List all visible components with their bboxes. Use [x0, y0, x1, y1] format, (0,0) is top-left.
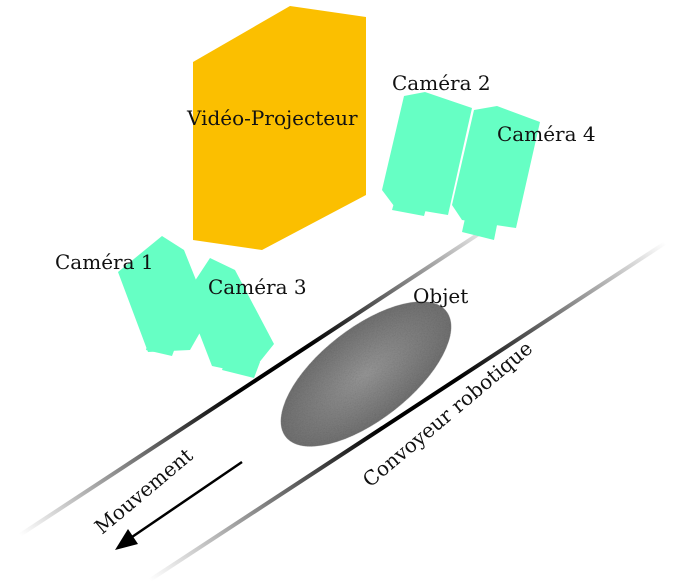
camera-2-label: Caméra 2 — [392, 71, 491, 95]
camera-1-shape — [118, 236, 210, 356]
video-projector-shape — [193, 6, 366, 250]
object-label: Objet — [413, 284, 468, 308]
camera-2-shape — [382, 92, 472, 216]
camera-1-label: Caméra 1 — [55, 250, 154, 274]
conveyor-rail-right — [148, 241, 667, 582]
camera-4-shape — [452, 106, 540, 240]
scanned-object — [280, 301, 452, 447]
camera-3-shape — [185, 258, 274, 378]
movement-label: Mouvement — [90, 443, 198, 539]
movement-arrow — [115, 460, 243, 550]
projector-label: Vidéo-Projecteur — [186, 106, 358, 130]
camera-3-label: Caméra 3 — [208, 275, 307, 299]
conveyor-rail-left — [18, 218, 502, 537]
conveyor-belt — [18, 218, 667, 582]
camera-4-label: Caméra 4 — [497, 122, 596, 146]
